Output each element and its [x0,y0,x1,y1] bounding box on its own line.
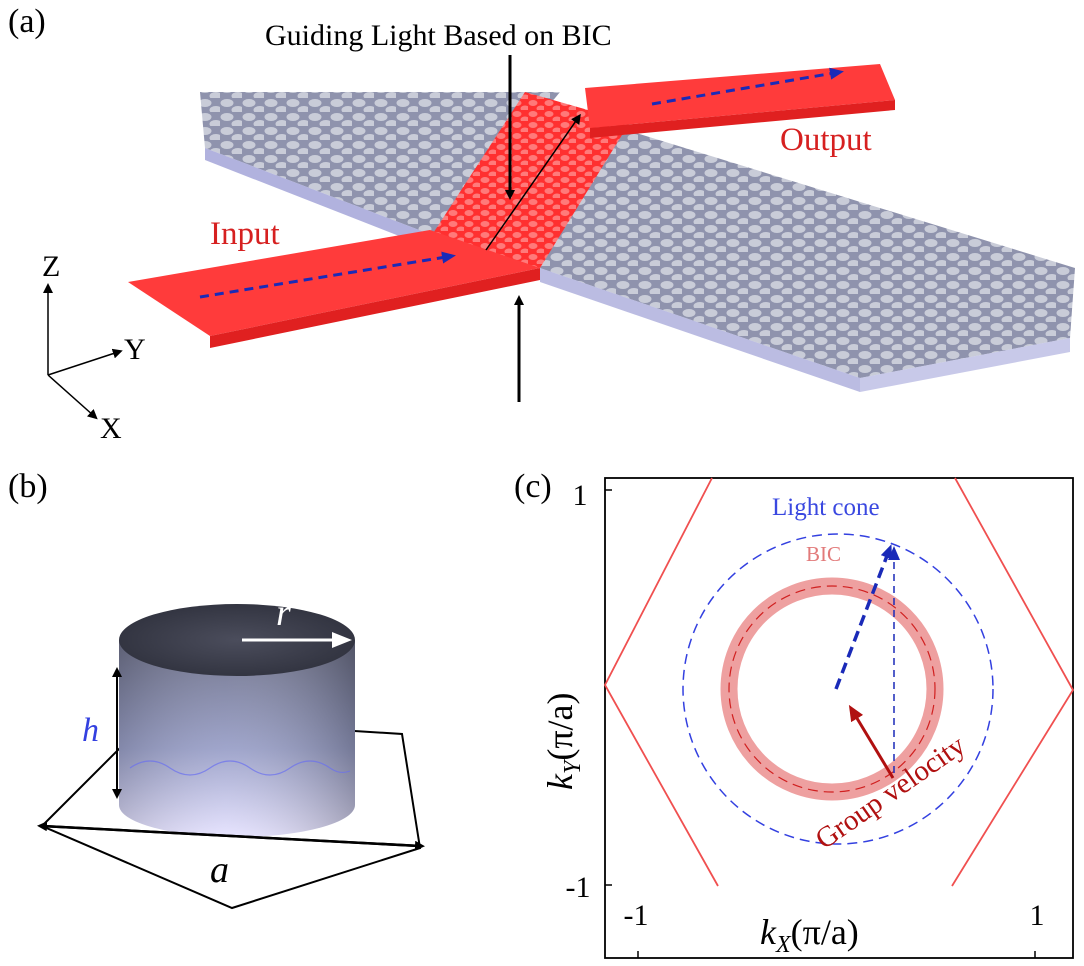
x-tick-right: 1 [1030,899,1045,932]
lattice-constant-label: a [210,849,229,891]
y-tick-top: 1 [573,479,588,512]
bic-guiding-region [430,92,630,268]
guiding-direction-arrow [485,113,581,251]
light-cone-circle [682,533,994,845]
output-waveguide [585,64,895,128]
panel-a: (a) Guiding Light Based on BIC Input Out… [8,3,1075,445]
y-axis-title: kY(π/a) [540,693,586,790]
input-label: Input [210,216,280,252]
z-axis-label: Z [42,250,60,283]
right-photonic-slab [540,128,1075,378]
panel-a-title: Guiding Light Based on BIC [265,19,612,52]
coordinate-axes: Z Y X [42,250,146,445]
panel-b-label: (b) [8,468,48,505]
panel-b: (b) r h a [8,468,425,910]
y-tick-bottom: -1 [566,871,591,904]
radius-label: r [276,592,291,634]
x-axis-title: kX(π/a) [760,912,859,958]
panel-c: (c) Light cone BIC Group velocity 1 -1 -… [514,468,1075,959]
x-tick-left: -1 [624,899,649,932]
wavevector-arrow [834,544,893,690]
height-label: h [82,712,99,749]
lattice-constant-arrow [37,821,425,851]
bic-label: BIC [806,542,841,566]
output-label: Output [780,122,872,158]
input-flow-arrow [199,251,456,299]
light-cone-label: Light cone [772,494,880,521]
group-velocity-arrow [848,704,895,779]
panel-c-label: (c) [514,468,552,505]
x-axis-label: X [100,412,122,445]
dielectric-pillar [119,604,355,837]
plot-frame [604,477,1074,959]
brillouin-zone-hexagon [603,477,719,887]
bic-ring [720,577,944,801]
panel-a-label: (a) [8,3,46,40]
input-waveguide [128,230,540,336]
y-axis-label: Y [124,333,146,366]
output-flow-arrow [651,67,844,106]
